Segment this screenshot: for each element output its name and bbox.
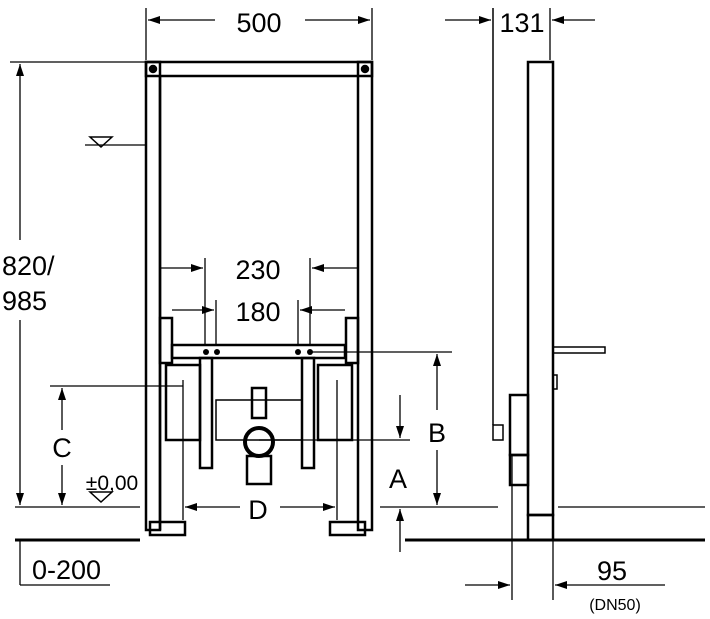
dim-drain-offset: 95 xyxy=(597,556,627,586)
dim-height-1: 820/ xyxy=(2,251,55,281)
water-level-icon xyxy=(88,136,114,149)
floor-level-label: ±0,00 xyxy=(86,472,138,495)
dim-label-d: D xyxy=(248,495,268,525)
mount-dots xyxy=(203,349,313,355)
dimension-lines xyxy=(10,8,665,600)
floor-level-icon xyxy=(88,491,114,504)
dim-leg-adjust: 0-200 xyxy=(32,555,101,585)
drain-size-label: (DN50) xyxy=(589,597,641,614)
dim-label-a: A xyxy=(389,464,407,494)
dim-frame-depth: 131 xyxy=(499,8,544,38)
dim-label-b: B xyxy=(428,418,446,448)
dim-height-2: 985 xyxy=(2,286,47,316)
side-view xyxy=(492,60,606,542)
dim-spacing-outer: 230 xyxy=(235,255,280,285)
dim-spacing-inner: 180 xyxy=(235,297,280,327)
floor-lines xyxy=(15,506,705,542)
dim-label-c: C xyxy=(52,433,72,463)
dim-frame-width: 500 xyxy=(236,8,281,38)
